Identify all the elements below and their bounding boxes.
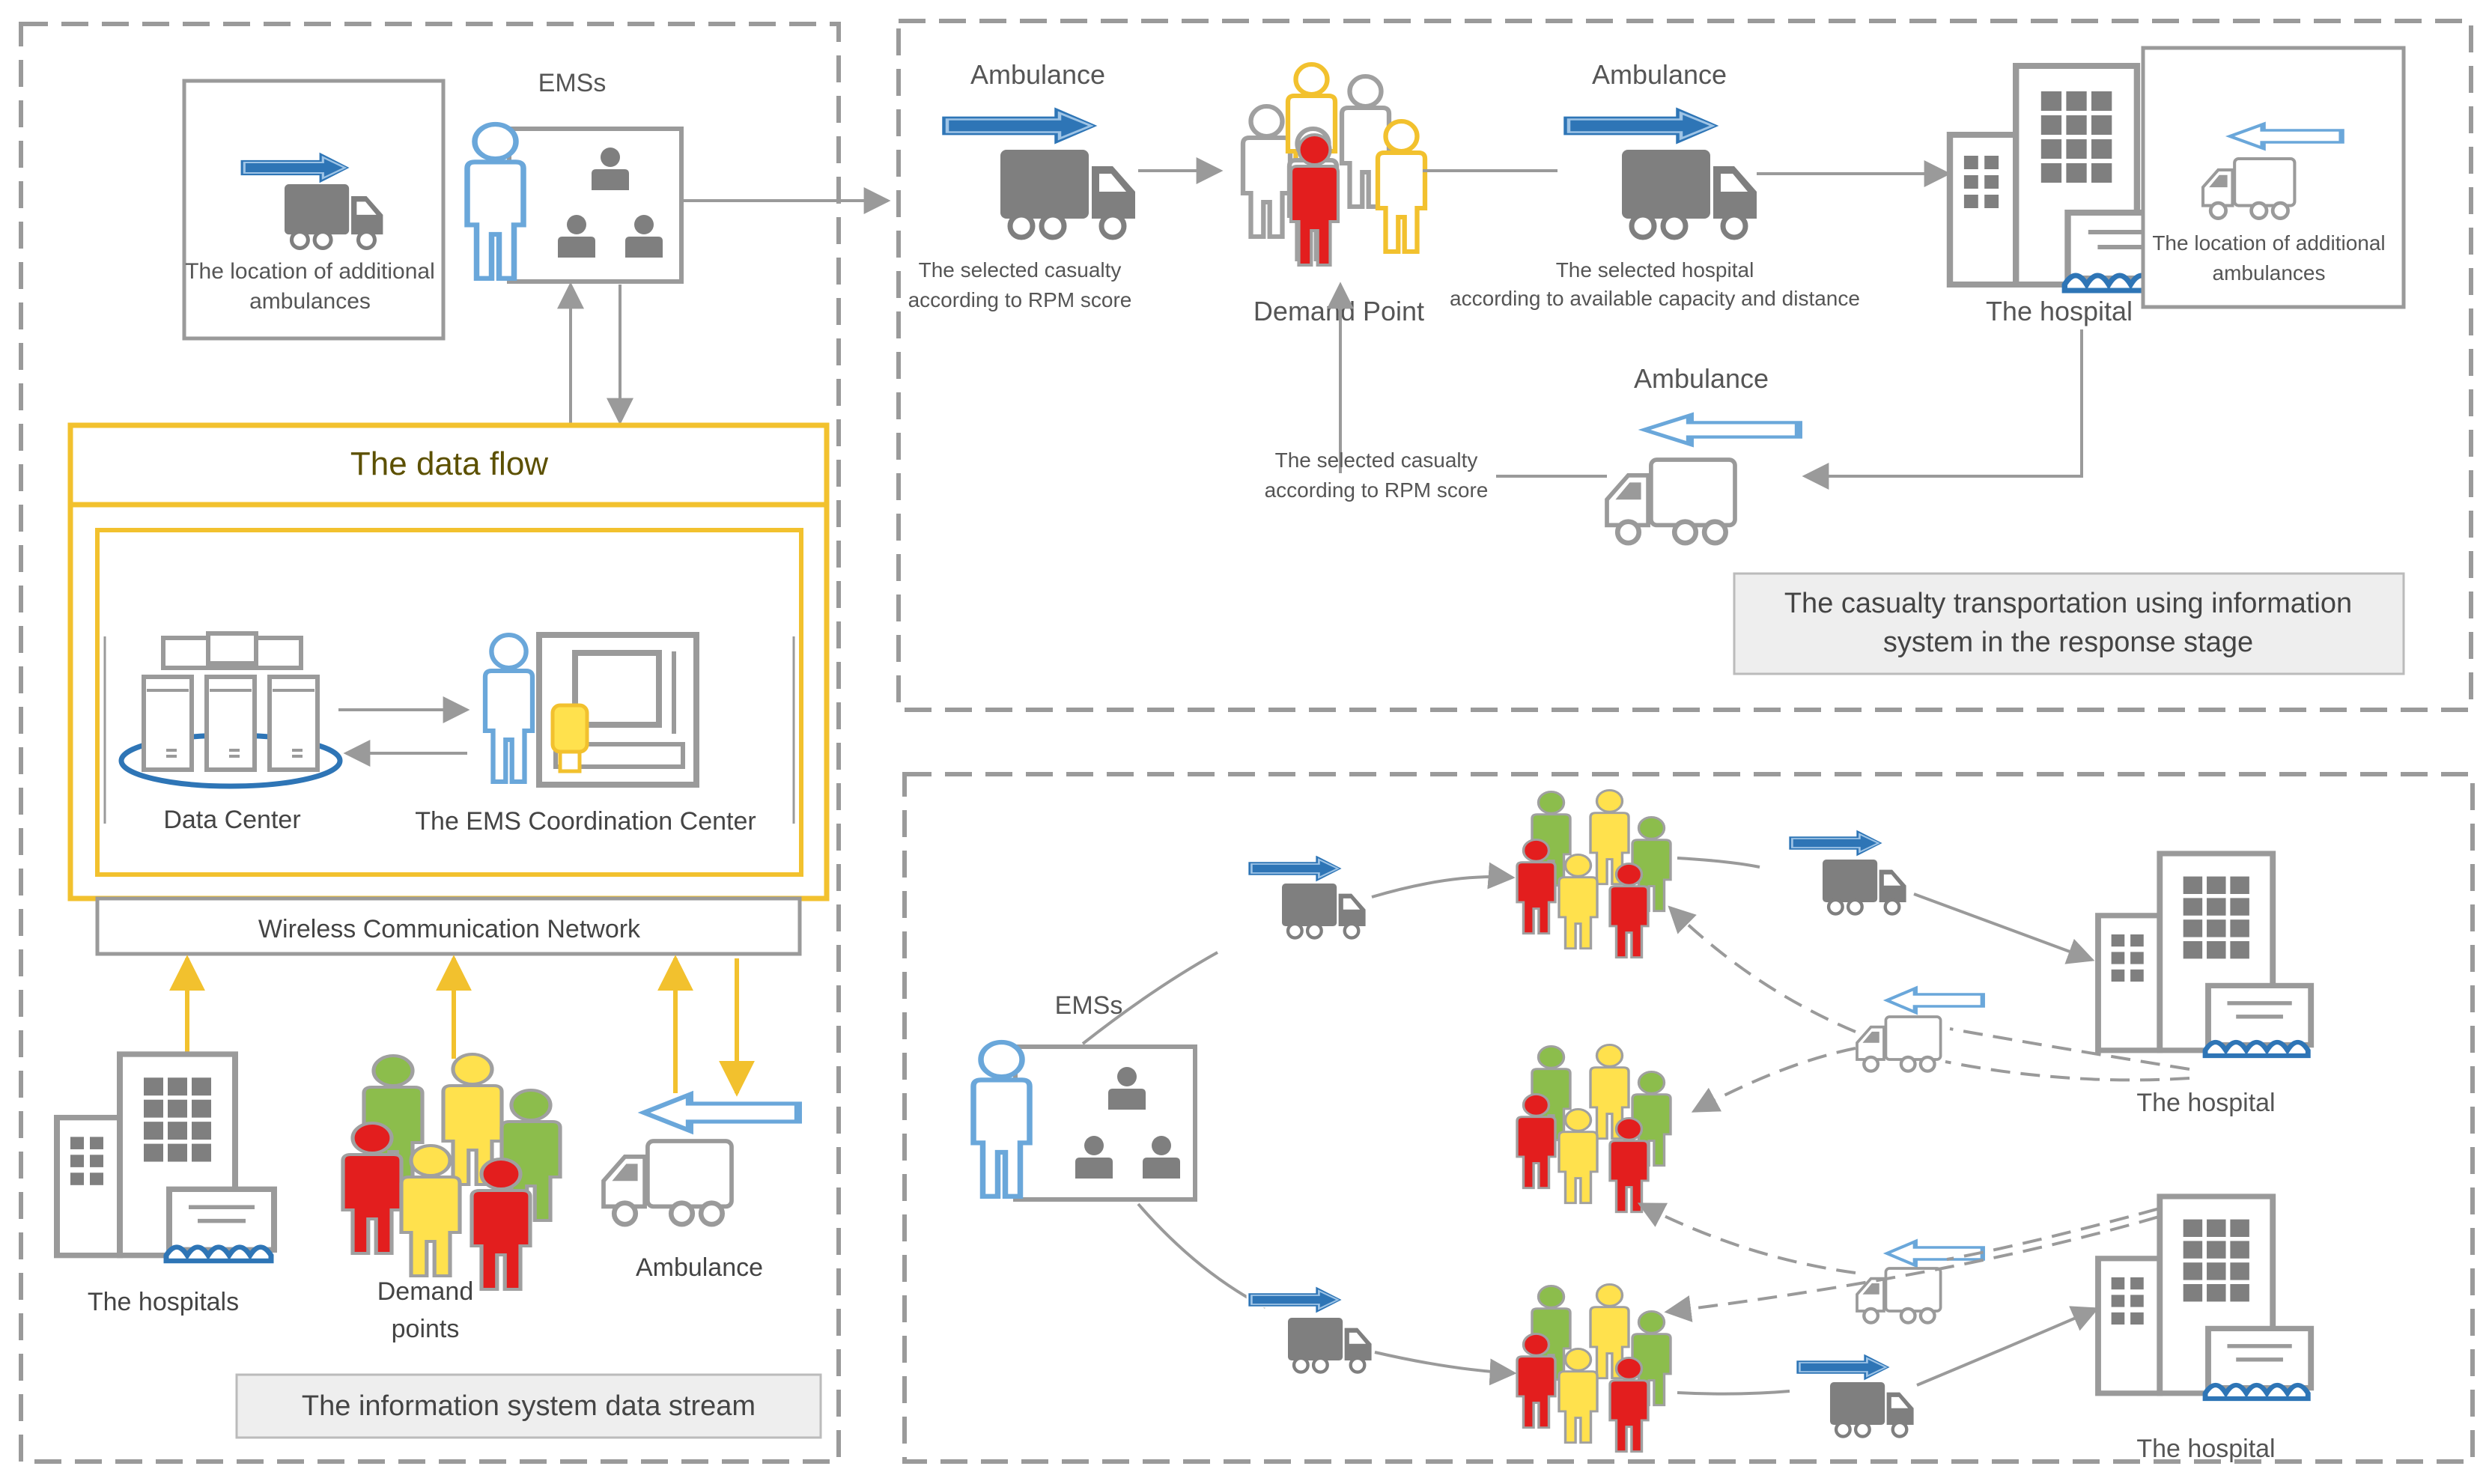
hospital-label: The hospital bbox=[1986, 296, 2133, 326]
wireless-network-bar bbox=[95, 896, 802, 956]
casualty2-label-line2: according to RPM score bbox=[1265, 478, 1489, 502]
demand-points-label-line2: points bbox=[392, 1315, 460, 1343]
casualty-label-line2: according to RPM score bbox=[908, 288, 1132, 311]
ambulance-label-1: Ambulance bbox=[970, 59, 1105, 90]
demand-group-bottom bbox=[1516, 1283, 1672, 1453]
hospital-label-bottom-1: The hospital bbox=[2136, 1089, 2275, 1117]
bottom-right-panel-frame bbox=[902, 772, 2475, 1464]
coordination-center-icon bbox=[485, 632, 699, 788]
hospital-selection-line1: The selected hospital bbox=[1556, 258, 1754, 282]
ems-person-icon bbox=[467, 124, 523, 279]
demand-points-icon bbox=[343, 1054, 560, 1289]
hospitals-label: The hospitals bbox=[88, 1288, 239, 1316]
top-right-caption-box bbox=[1733, 572, 2405, 675]
demand-group-middle bbox=[1516, 1043, 1672, 1214]
data-center-label: Data Center bbox=[163, 806, 300, 834]
ems-label: EMSs bbox=[538, 69, 607, 97]
ambulance-icon bbox=[604, 1141, 732, 1224]
left-panel-frame bbox=[19, 22, 841, 1464]
data-flow-title: The data flow bbox=[350, 445, 548, 482]
ambulance-label: Ambulance bbox=[636, 1253, 763, 1282]
extra-ambulance-right-line2: ambulances bbox=[2213, 261, 2326, 285]
demand-points-label-line1: Demand bbox=[377, 1277, 474, 1306]
top-right-panel-frame bbox=[896, 19, 2473, 712]
extra-ambulance-label-line2: ambulances bbox=[249, 289, 371, 314]
left-caption: The information system data stream bbox=[302, 1390, 756, 1422]
top-right-caption-line2: system in the response stage bbox=[1883, 627, 2253, 658]
wireless-network-label: Wireless Communication Network bbox=[258, 915, 641, 943]
ems-board-bottom: EMSs bbox=[973, 991, 1197, 1202]
ems-label-bottom: EMSs bbox=[1055, 991, 1123, 1020]
casualty-label-line1: The selected casualty bbox=[919, 258, 1122, 282]
hospitals-icon bbox=[57, 1054, 274, 1261]
coordination-center-label: The EMS Coordination Center bbox=[415, 807, 756, 836]
data-center-icon bbox=[118, 631, 343, 789]
ambulance-label-3: Ambulance bbox=[1634, 363, 1769, 394]
extra-ambulance-box-right: The location of additional ambulances bbox=[2141, 46, 2406, 309]
ambulance-label-2: Ambulance bbox=[1592, 59, 1727, 90]
demand-point-icon bbox=[1243, 64, 1425, 265]
demand-group-top bbox=[1516, 788, 1672, 959]
extra-ambulance-right-line1: The location of additional bbox=[2152, 231, 2385, 255]
top-right-caption-line1: The casualty transportation using inform… bbox=[1784, 588, 2352, 619]
casualty2-label-line1: The selected casualty bbox=[1275, 448, 1478, 472]
ems-board: EMSs bbox=[467, 69, 684, 284]
extra-ambulance-box: The location of additional ambulances bbox=[182, 79, 446, 341]
hospital-label-bottom-2: The hospital bbox=[2136, 1435, 2275, 1463]
hospital-selection-line2: according to available capacity and dist… bbox=[1450, 287, 1860, 310]
extra-ambulance-label-line1: The location of additional bbox=[185, 259, 435, 284]
left-caption-box bbox=[235, 1373, 822, 1439]
